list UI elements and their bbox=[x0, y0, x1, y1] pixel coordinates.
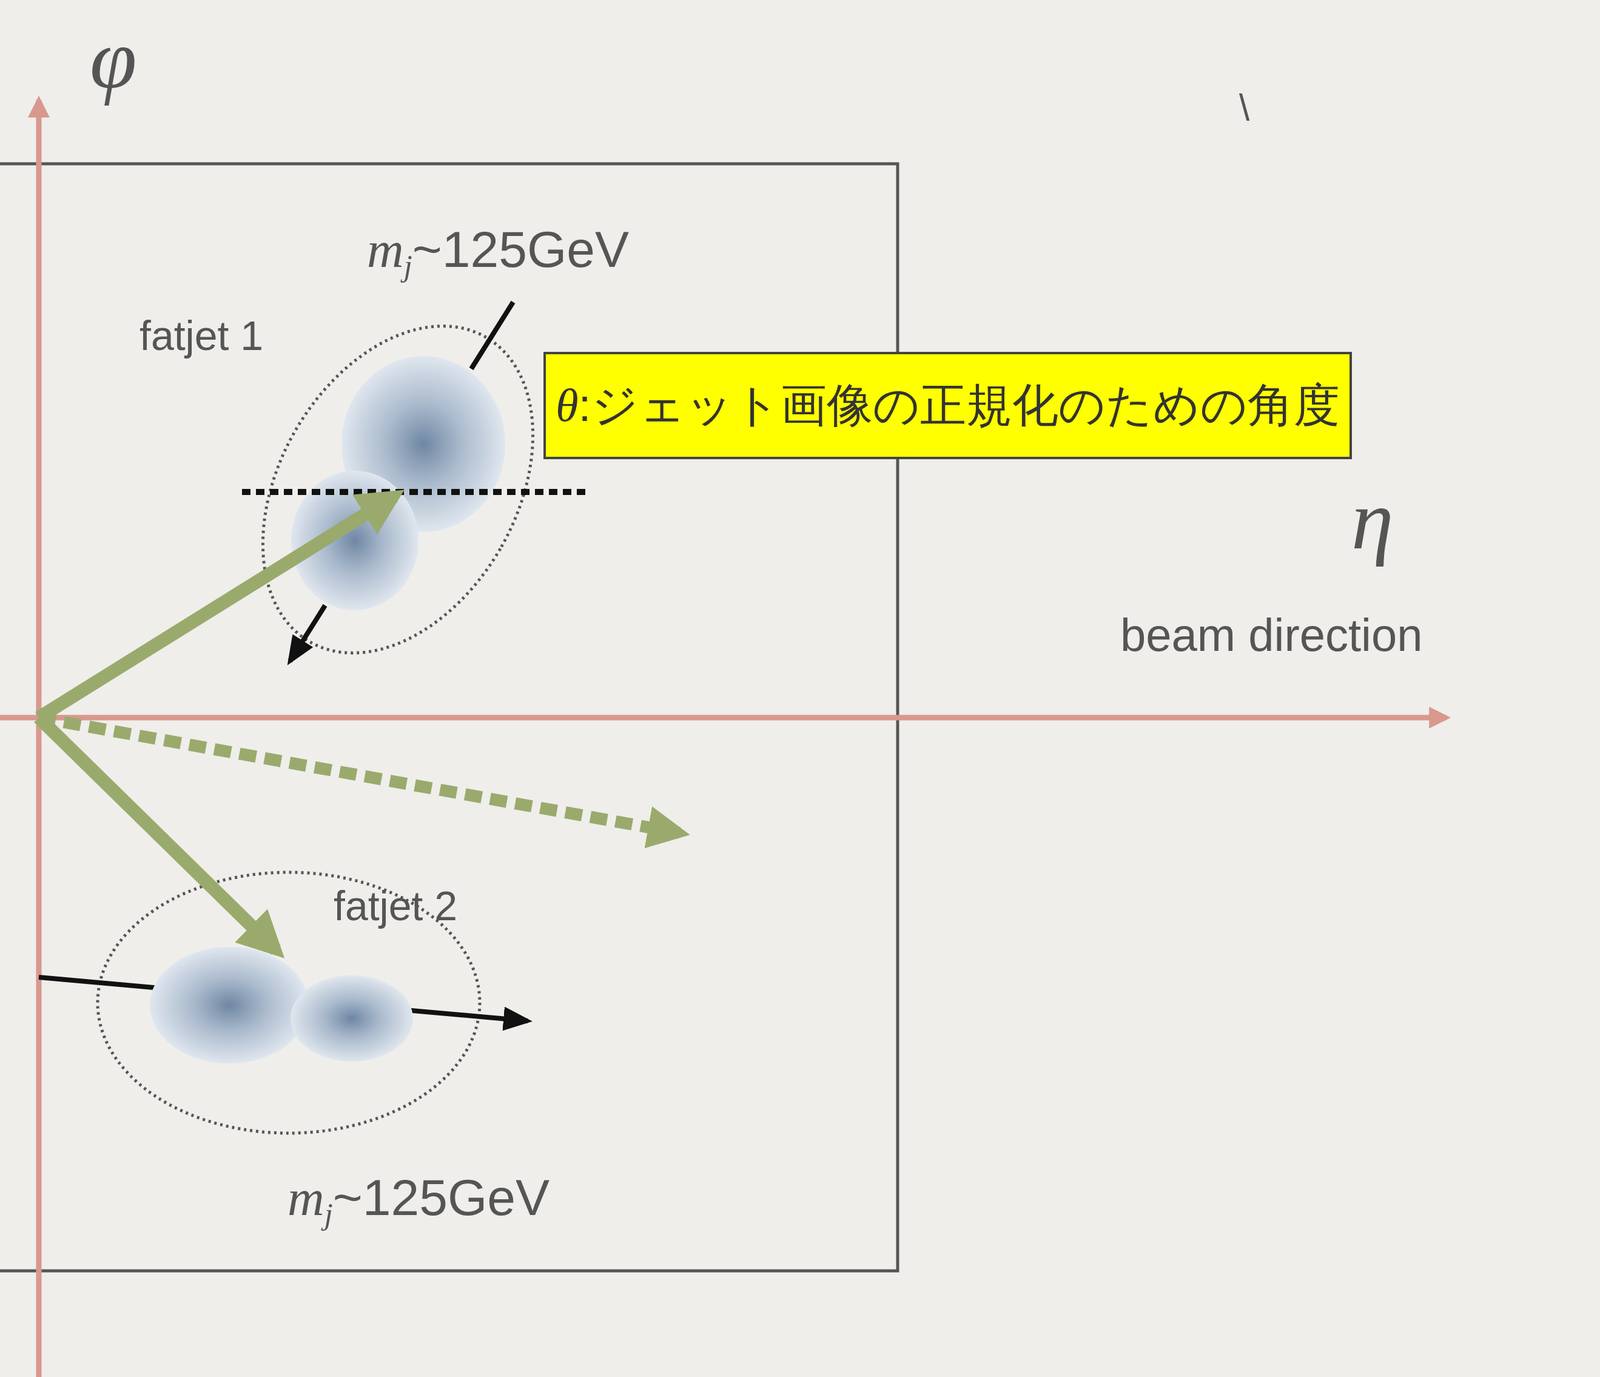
jet-label: fatjet 2 bbox=[333, 883, 458, 929]
eta-axis bbox=[0, 715, 1447, 721]
stray-mark: \ bbox=[1239, 86, 1250, 128]
jet-label: fatjet 1 bbox=[139, 312, 264, 359]
momentum-arrow bbox=[38, 496, 395, 718]
callout-box: θ:ジェット画像の正規化のための角度 bbox=[543, 351, 1352, 460]
fatjet-outline bbox=[97, 872, 480, 1133]
mass-label: mj~125GeV bbox=[366, 221, 629, 284]
axis-caption: beam direction bbox=[1120, 609, 1423, 661]
callout-text: θ:ジェット画像の正規化のための角度 bbox=[555, 379, 1340, 432]
subjet-blob bbox=[290, 975, 414, 1062]
subjet-blob bbox=[149, 946, 309, 1064]
axis-label: φ bbox=[89, 12, 137, 106]
jet-axis-line bbox=[471, 302, 514, 369]
sum-momentum-arrow bbox=[38, 717, 680, 833]
phi-axis bbox=[36, 100, 42, 1377]
jet-axis-arrow bbox=[289, 605, 326, 662]
reference-line bbox=[242, 488, 590, 495]
axis-label: η bbox=[1351, 473, 1394, 567]
mass-label: mj~125GeV bbox=[287, 1169, 550, 1232]
